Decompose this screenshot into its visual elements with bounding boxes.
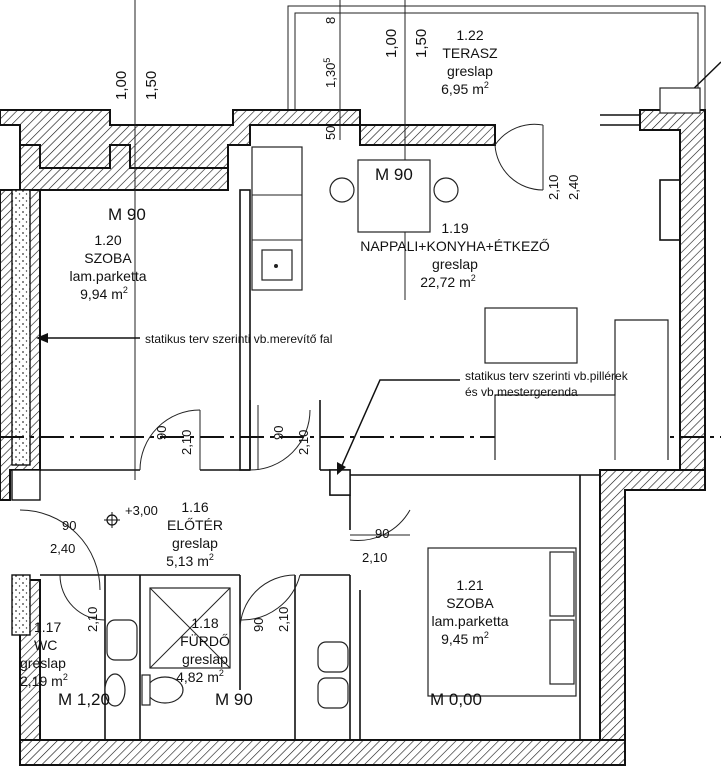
svg-text:90: 90 [271, 426, 286, 440]
svg-text:90: 90 [154, 426, 169, 440]
wall-top-left [0, 109, 361, 169]
svg-text:NAPPALI+KONYHA+ÉTKEZŐ: NAPPALI+KONYHA+ÉTKEZŐ [360, 238, 550, 254]
washbasin-icon [317, 677, 349, 709]
bathroom-fixtures [104, 587, 349, 709]
svg-text:1.20: 1.20 [94, 232, 121, 248]
svg-text:statikus terv szerinti vb.pill: statikus terv szerinti vb.pillérek [465, 369, 629, 383]
room-1-18-label: 1.18 FÜRDŐ greslap 4,82 m2 [176, 615, 230, 685]
svg-text:1.18: 1.18 [191, 615, 218, 631]
svg-text:1,305: 1,305 [322, 58, 338, 88]
sofa [484, 307, 669, 460]
svg-text:6,95 m2: 6,95 m2 [441, 80, 489, 97]
svg-text:SZOBA: SZOBA [446, 595, 494, 611]
wall-top-left-inner [19, 144, 229, 191]
svg-text:M 90: M 90 [375, 165, 413, 184]
room-1-17-label: 1.17 WC greslap 2,19 m2 [20, 619, 68, 689]
door-swings [19, 123, 544, 631]
svg-text:M 1,20: M 1,20 [58, 690, 110, 709]
chair-icon [433, 177, 459, 203]
svg-text:greslap: greslap [182, 651, 228, 667]
room-1-22-label: 1.22 TERASZ greslap 6,95 m2 [441, 27, 498, 97]
svg-text:90: 90 [375, 526, 389, 541]
svg-text:1.19: 1.19 [441, 220, 468, 236]
room-1-21-label: 1.21 SZOBA lam.parketta 9,45 m2 [431, 577, 508, 647]
svg-text:9,94 m2: 9,94 m2 [80, 285, 128, 302]
svg-text:1.21: 1.21 [456, 577, 483, 593]
dimension-lines [134, 0, 406, 480]
svg-text:1,50: 1,50 [143, 71, 160, 100]
svg-text:1,00: 1,00 [113, 71, 130, 100]
svg-text:2,10: 2,10 [362, 550, 387, 565]
svg-text:5,13 m2: 5,13 m2 [166, 552, 214, 569]
svg-text:2,10: 2,10 [546, 175, 561, 200]
dining-table [329, 159, 459, 233]
washbasin-icon [106, 619, 138, 661]
room-1-20-label: 1.20 SZOBA lam.parketta 9,94 m2 [69, 232, 146, 302]
wall-bottom [19, 739, 626, 766]
svg-text:9,45 m2: 9,45 m2 [441, 630, 489, 647]
svg-text:statikus terv szerinti vb.mere: statikus terv szerinti vb.merevítő fal [145, 332, 332, 346]
svg-text:M 90: M 90 [108, 205, 146, 224]
wall-right-lower [599, 469, 706, 766]
svg-text:SZOBA: SZOBA [84, 250, 132, 266]
svg-text:1,00: 1,00 [383, 29, 400, 58]
svg-text:M 90: M 90 [215, 690, 253, 709]
level-labels: M 90 M 90 M 90 M 1,20 M 0,00 +3,00 [58, 165, 482, 709]
stiffening-wall-lower [11, 574, 31, 636]
svg-text:50: 50 [323, 126, 338, 140]
toilet-icon [104, 673, 126, 707]
svg-text:1.16: 1.16 [181, 499, 208, 515]
svg-text:greslap: greslap [20, 655, 66, 671]
pillar [11, 469, 41, 501]
svg-text:1.22: 1.22 [456, 27, 483, 43]
svg-text:22,72 m2: 22,72 m2 [420, 273, 476, 290]
pillar [329, 469, 351, 496]
svg-text:4,82 m2: 4,82 m2 [176, 668, 224, 685]
svg-text:1.17: 1.17 [34, 619, 61, 635]
svg-text:90: 90 [62, 518, 76, 533]
level-marker [104, 512, 120, 528]
interior-walls [40, 114, 681, 740]
washbasin-icon [317, 641, 349, 673]
kitchen-counter [251, 146, 303, 291]
room-1-19-label: 1.19 NAPPALI+KONYHA+ÉTKEZŐ greslap 22,72… [360, 220, 550, 290]
room-1-16-label: 1.16 ELŐTÉR greslap 5,13 m2 [166, 499, 223, 569]
svg-text:FÜRDŐ: FÜRDŐ [180, 632, 230, 649]
annotations: statikus terv szerinti vb.merevítő fal s… [145, 332, 629, 399]
svg-text:8: 8 [323, 17, 338, 24]
svg-text:greslap: greslap [447, 63, 493, 79]
svg-text:1,50: 1,50 [413, 29, 430, 58]
svg-text:lam.parketta: lam.parketta [431, 613, 508, 629]
svg-text:2,40: 2,40 [50, 541, 75, 556]
svg-text:WC: WC [34, 637, 57, 653]
svg-text:TERASZ: TERASZ [442, 45, 498, 61]
svg-text:2,40: 2,40 [566, 175, 581, 200]
svg-text:2,10: 2,10 [179, 430, 194, 455]
dimension-labels: 1,00 1,50 1,305 8 1,00 1,50 50 2,10 2,40… [50, 17, 581, 632]
leader-arrows [36, 61, 721, 475]
svg-text:és vb.mestergerenda: és vb.mestergerenda [465, 385, 578, 399]
svg-text:greslap: greslap [432, 256, 478, 272]
svg-text:2,10: 2,10 [276, 607, 291, 632]
svg-text:M 0,00: M 0,00 [430, 690, 482, 709]
svg-text:lam.parketta: lam.parketta [69, 268, 146, 284]
svg-text:2,19 m2: 2,19 m2 [20, 672, 68, 689]
svg-text:2,10: 2,10 [296, 430, 311, 455]
svg-text:greslap: greslap [172, 535, 218, 551]
svg-text:2,10: 2,10 [85, 607, 100, 632]
bed [427, 547, 577, 697]
chair-icon [329, 177, 355, 203]
svg-text:+3,00: +3,00 [125, 503, 158, 518]
stiffening-wall [11, 189, 31, 466]
svg-text:ELŐTÉR: ELŐTÉR [167, 517, 223, 533]
wall-top-right [359, 124, 496, 146]
svg-text:90: 90 [251, 618, 266, 632]
